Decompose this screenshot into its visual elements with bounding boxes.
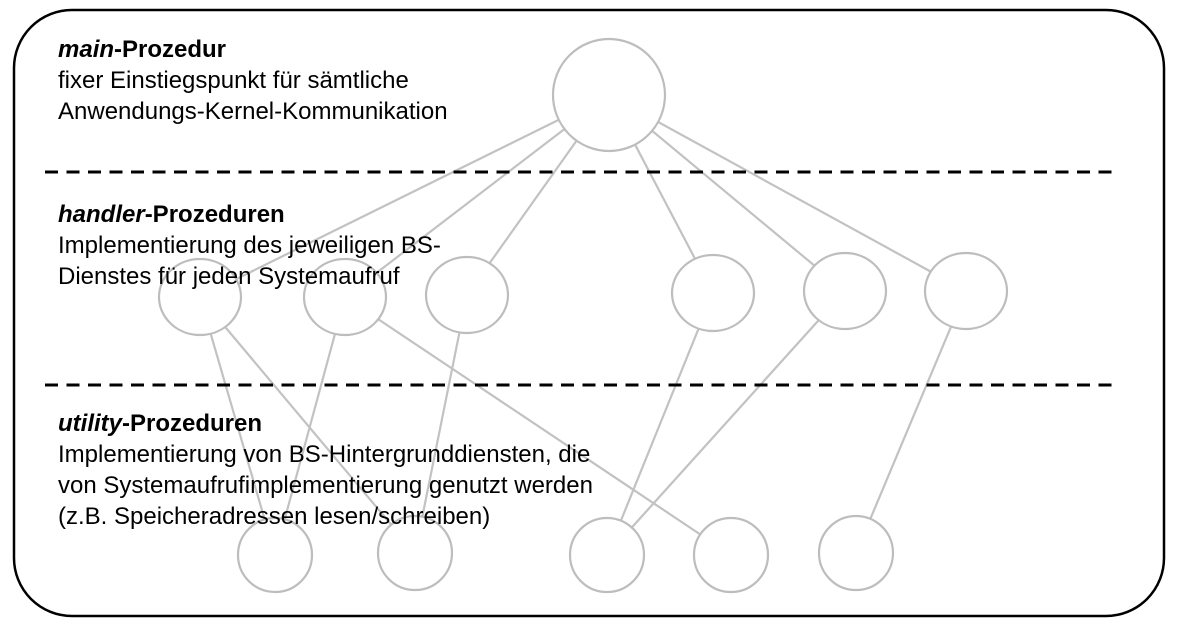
handler-layer-label: handler-Prozeduren Implementierung des j…	[58, 199, 441, 292]
main-layer-title: main-Prozedur	[58, 34, 448, 65]
edge-H2-U1	[273, 296, 347, 556]
handler-layer-desc-line: Dienstes für jeden Systemaufruf	[58, 263, 400, 290]
edge-H1-U1	[198, 296, 277, 556]
utility-layer-title-italic: utility	[58, 410, 122, 437]
main-layer-desc-line: fixer Einstiegspunkt für sämtliche	[58, 67, 409, 94]
node-handler-H2	[302, 257, 388, 337]
handler-layer-desc-line: Implementierung des jeweiligen BS-	[58, 232, 441, 259]
utility-layer-desc-line: von Systemaufrufimplementierung genutzt …	[58, 472, 593, 499]
node-utility-U3	[568, 516, 646, 594]
node-handler-H3	[424, 255, 510, 335]
main-layer-title-italic: main	[58, 36, 115, 63]
edge-H6-U5	[854, 290, 968, 554]
node-handler-H1	[157, 257, 243, 337]
utility-layer-desc-line: Implementierung von BS-Hintergrunddienst…	[58, 441, 591, 468]
edge-H2-U4	[344, 296, 732, 556]
node-handler-H6	[923, 251, 1009, 331]
edge-H3-U2	[413, 294, 469, 554]
utility-layer-label: utility-Prozeduren Implementierung von B…	[58, 408, 593, 532]
diagram-border	[12, 8, 1166, 618]
utility-layer-title: utility-Prozeduren	[58, 408, 593, 439]
node-main-M	[551, 37, 667, 153]
main-layer-label: main-Prozedur fixer Einstiegspunkt für s…	[58, 34, 448, 127]
utility-layer-desc-line: (z.B. Speicheradressen lesen/schreiben)	[58, 503, 491, 530]
node-utility-U1	[236, 516, 314, 594]
edge-M-H1	[199, 94, 610, 298]
edge-M-H6	[608, 94, 967, 292]
edge-H4-U3	[605, 292, 715, 556]
main-layer-title-rest: -Prozedur	[114, 36, 227, 63]
node-utility-U4	[692, 516, 770, 594]
handler-layer-title-italic: handler	[58, 201, 145, 228]
node-handler-H5	[802, 251, 888, 331]
node-utility-U2	[376, 514, 454, 592]
edge-H1-U2	[199, 296, 416, 554]
main-layer-desc-line: Anwendungs-Kernel-Kommunikation	[58, 98, 448, 125]
utility-layer-title-rest: -Prozeduren	[122, 410, 263, 437]
node-utility-U5	[817, 514, 895, 592]
handler-layer-title-rest: -Prozeduren	[144, 201, 285, 228]
node-handler-H4	[670, 253, 756, 333]
edge-H5-U3	[606, 290, 846, 556]
handler-layer-title: handler-Prozeduren	[58, 199, 441, 230]
